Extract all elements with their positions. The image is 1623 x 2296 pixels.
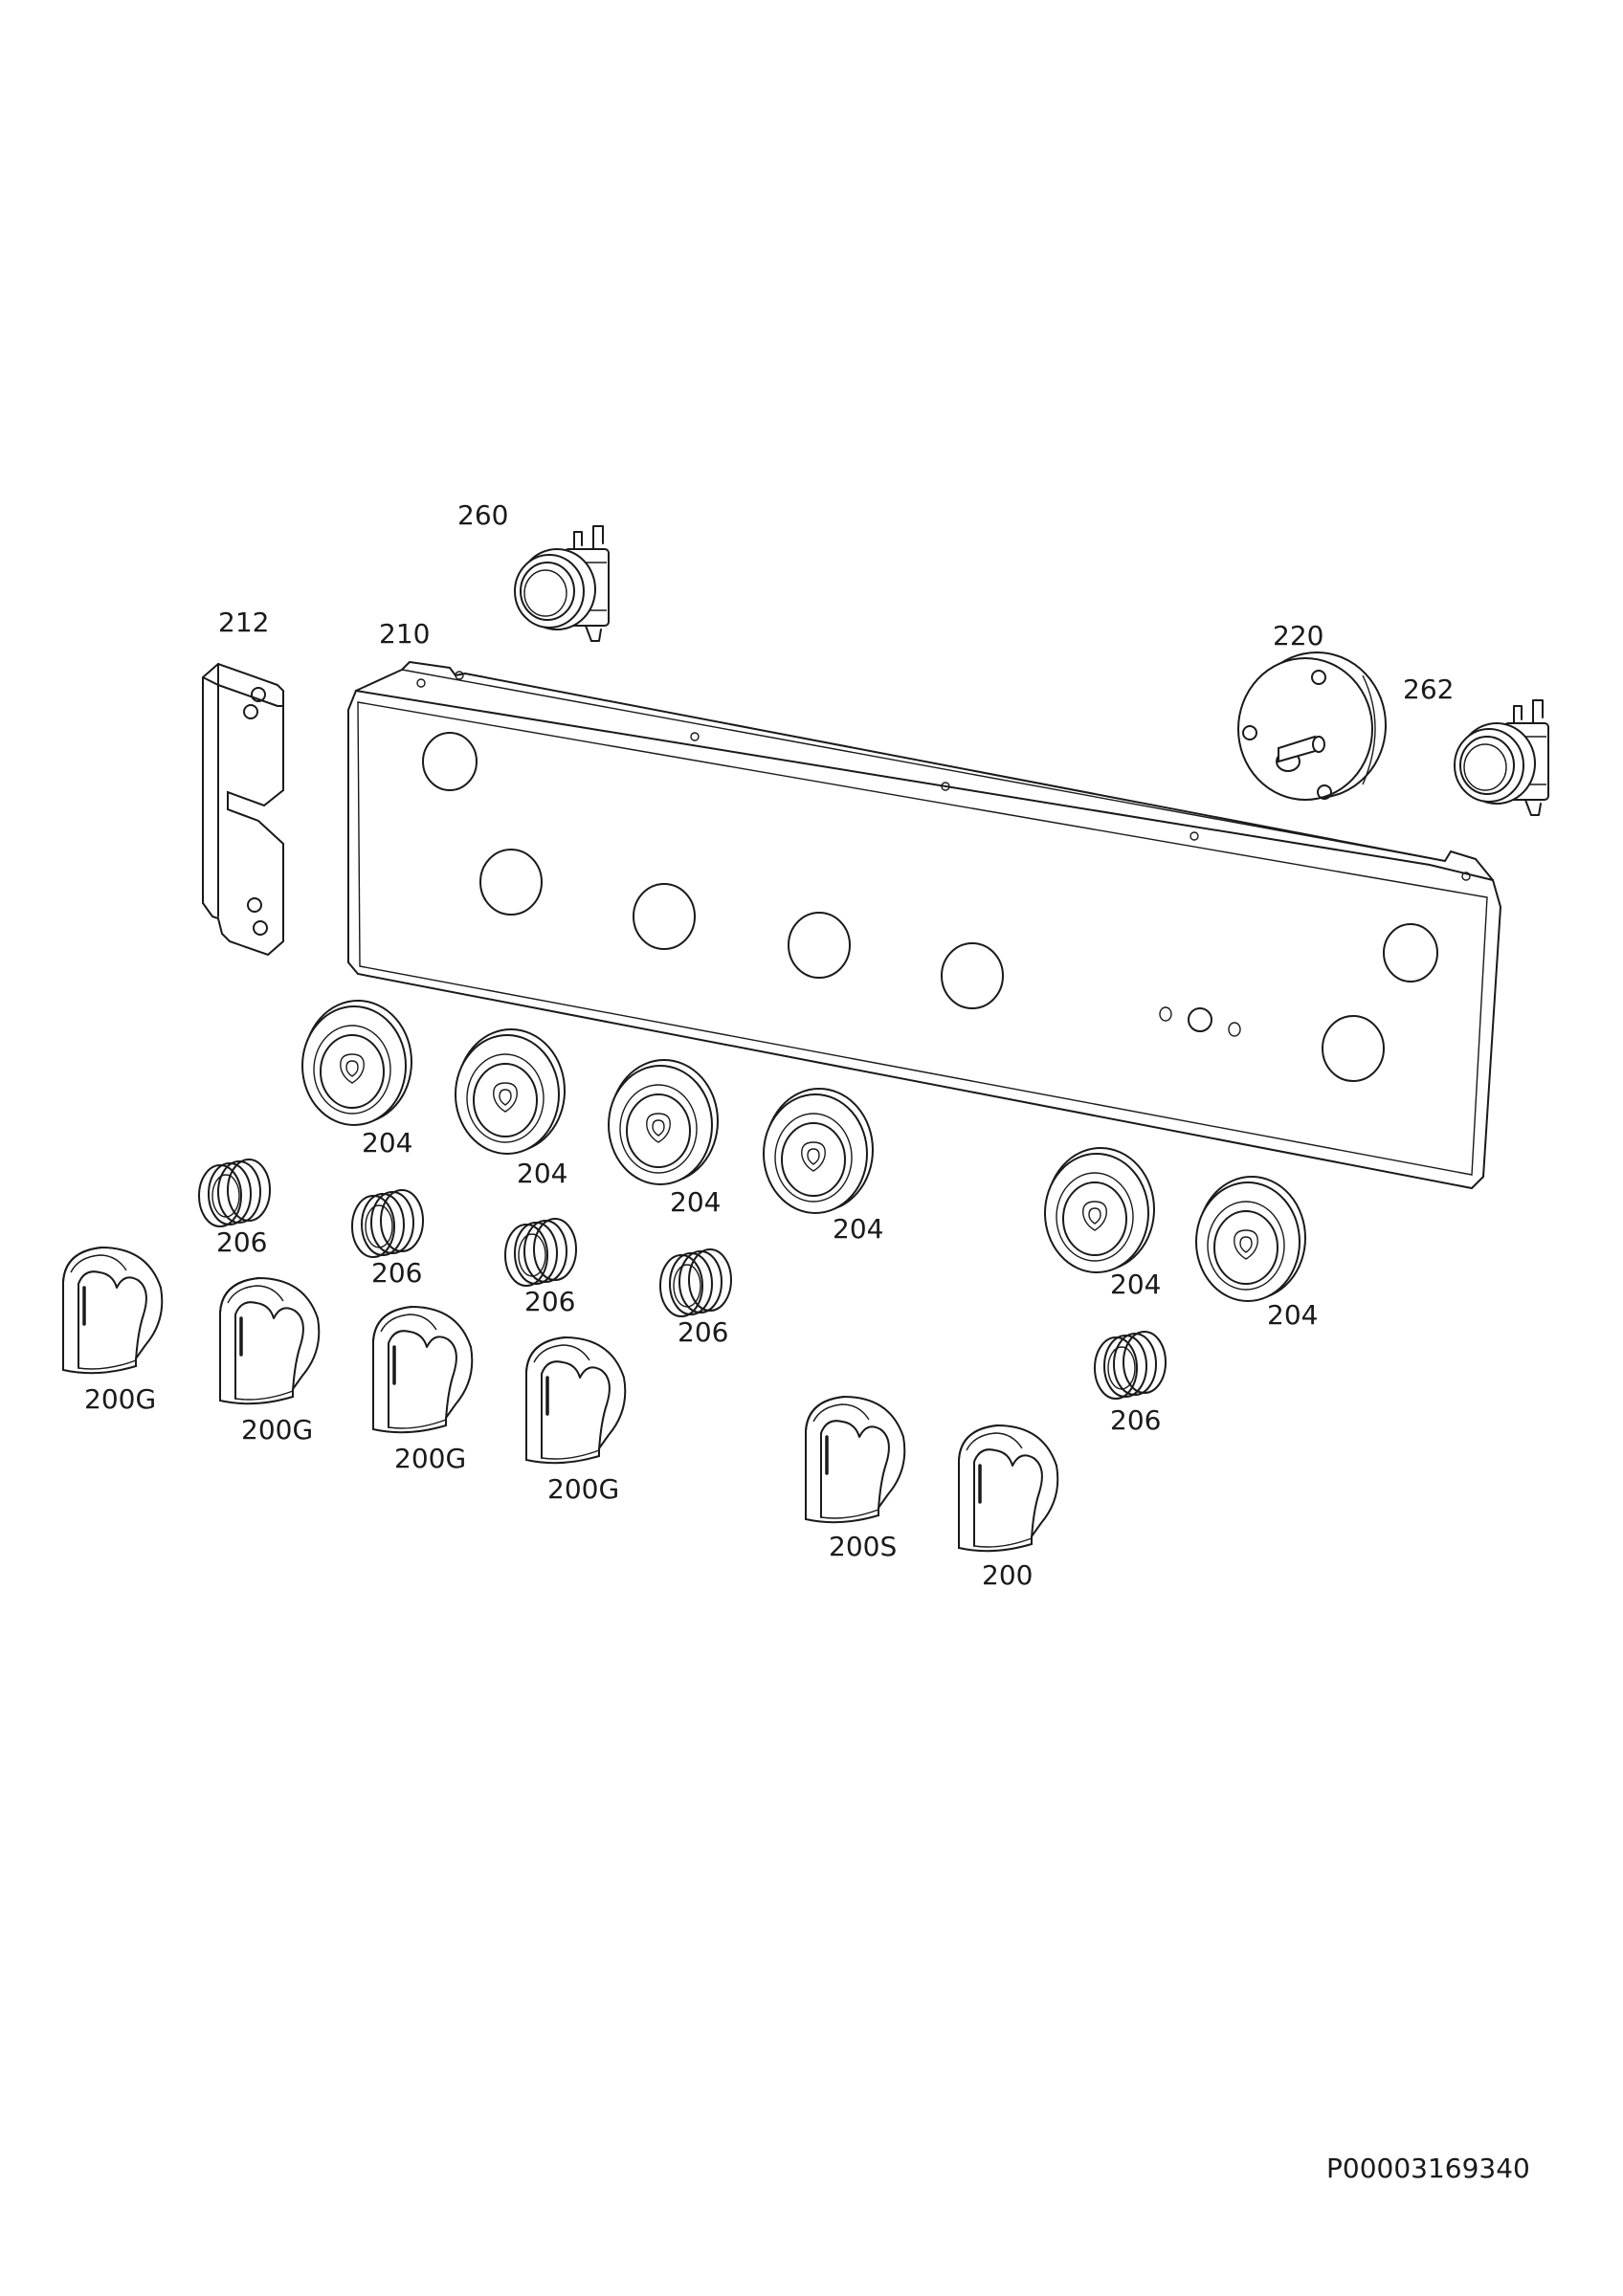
label-210: 210	[379, 618, 430, 650]
coil-spring	[198, 1159, 271, 1227]
document-id: P00003169340	[1326, 2152, 1530, 2184]
label-206: 206	[216, 1226, 267, 1258]
coil-spring	[659, 1248, 732, 1317]
push-switch-left	[514, 525, 610, 642]
label-204: 204	[517, 1158, 567, 1189]
label-206: 206	[371, 1257, 422, 1289]
control-panel	[347, 661, 1502, 1190]
coil-spring	[1094, 1331, 1167, 1400]
label-206: 206	[1110, 1404, 1161, 1436]
mounting-bracket	[202, 662, 284, 957]
control-knob	[218, 1276, 322, 1405]
label-200s: 200S	[829, 1531, 897, 1562]
bezel-ring	[455, 1028, 566, 1155]
label-262: 262	[1403, 673, 1454, 705]
coil-spring	[351, 1189, 424, 1258]
control-knob	[957, 1424, 1060, 1553]
label-204: 204	[833, 1213, 883, 1245]
bezel-ring	[608, 1059, 719, 1185]
label-206: 206	[678, 1316, 728, 1348]
label-220: 220	[1273, 620, 1323, 651]
label-204: 204	[362, 1127, 412, 1159]
label-206: 206	[524, 1286, 575, 1317]
label-200g: 200G	[84, 1383, 156, 1415]
label-204: 204	[1267, 1299, 1318, 1331]
label-204: 204	[670, 1186, 721, 1218]
label-260: 260	[457, 499, 508, 531]
label-200g: 200G	[394, 1443, 466, 1474]
bezel-ring	[301, 1000, 412, 1126]
bezel-ring	[1044, 1147, 1155, 1273]
control-knob	[61, 1246, 165, 1375]
control-knob	[371, 1305, 475, 1434]
control-knob	[804, 1395, 907, 1524]
timer-unit	[1237, 651, 1387, 801]
label-200g: 200G	[547, 1473, 619, 1505]
bezel-ring	[763, 1088, 874, 1214]
label-204: 204	[1110, 1269, 1161, 1300]
label-200: 200	[982, 1559, 1033, 1591]
bezel-ring	[1195, 1176, 1306, 1302]
label-200g: 200G	[241, 1414, 313, 1446]
control-knob	[524, 1336, 628, 1465]
push-switch-right	[1454, 699, 1549, 816]
coil-spring	[504, 1218, 577, 1287]
label-212: 212	[218, 607, 269, 638]
